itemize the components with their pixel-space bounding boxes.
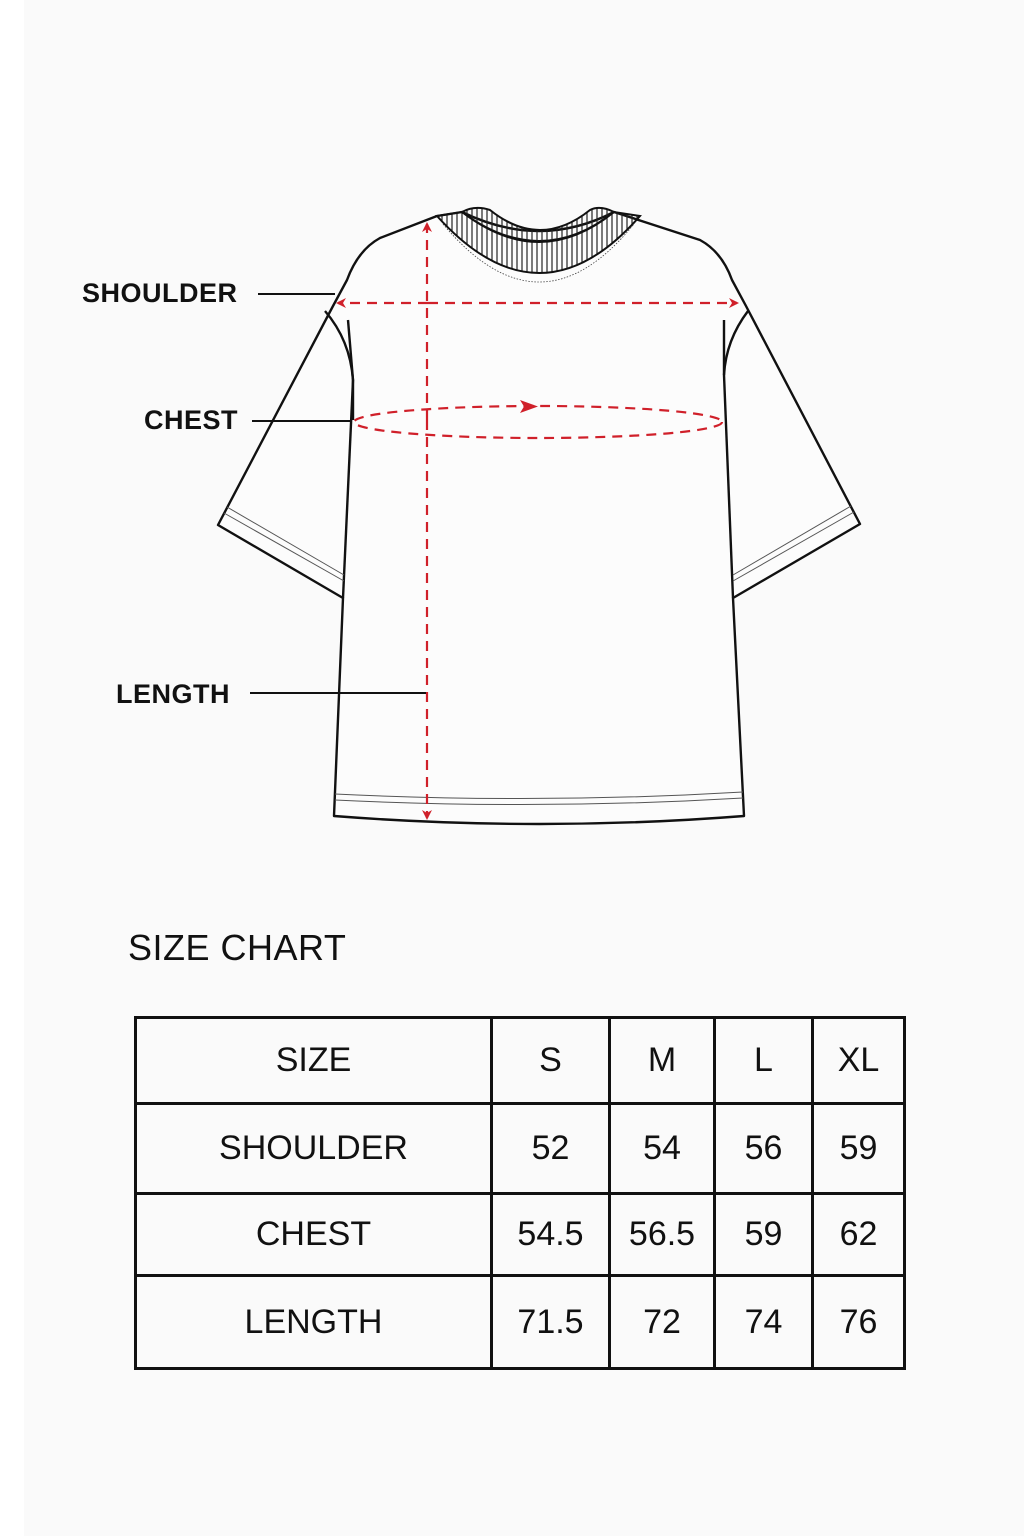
row-label: LENGTH (134, 1274, 493, 1370)
size-chart-table: SIZE S M L XL SHOULDER 52 54 56 59 CHEST… (134, 1016, 906, 1370)
left-margin-strip (0, 0, 24, 1536)
sleeve-hem-left (223, 506, 345, 582)
measure-chest-ellipse (352, 404, 724, 440)
table-cell: 54 (608, 1102, 716, 1195)
header-cell: M (608, 1016, 716, 1105)
row-label: SHOULDER (134, 1102, 493, 1195)
row-label: CHEST (134, 1192, 493, 1277)
callout-length: LENGTH (116, 679, 230, 709)
table-cell: 74 (713, 1274, 814, 1370)
table-cell: 62 (811, 1192, 906, 1277)
callout-chest: CHEST (144, 405, 239, 435)
header-cell: SIZE (134, 1016, 493, 1105)
table-cell: 56.5 (608, 1192, 716, 1277)
table-row: LENGTH 71.5 72 74 76 (134, 1274, 906, 1370)
sleeve-hem-right (732, 505, 855, 582)
table-cell: 76 (811, 1274, 906, 1370)
tshirt-diagram (216, 206, 862, 826)
chest-arrowhead-icon (520, 400, 538, 413)
table-cell: 72 (608, 1274, 716, 1370)
table-header-row: SIZE S M L XL (134, 1016, 906, 1105)
callout-shoulder: SHOULDER (82, 278, 238, 308)
collar-icon (435, 206, 642, 283)
table-cell: 54.5 (490, 1192, 611, 1277)
header-cell: S (490, 1016, 611, 1105)
table-cell: 56 (713, 1102, 814, 1195)
table-row: SHOULDER 52 54 56 59 (134, 1102, 906, 1195)
header-cell: L (713, 1016, 814, 1105)
table-row: CHEST 54.5 56.5 59 62 (134, 1192, 906, 1277)
size-chart-title: SIZE CHART (128, 927, 347, 968)
table-cell: 71.5 (490, 1274, 611, 1370)
header-cell: XL (811, 1016, 906, 1105)
table-cell: 59 (811, 1102, 906, 1195)
table-cell: 59 (713, 1192, 814, 1277)
bottom-hem (334, 791, 744, 806)
table-cell: 52 (490, 1102, 611, 1195)
